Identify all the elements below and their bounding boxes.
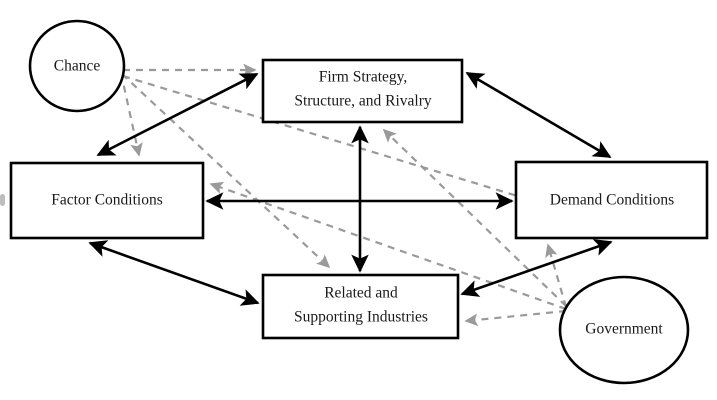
node-chance[interactable]: Chance (28, 19, 126, 113)
firm-strategy-label-line-1: Firm Strategy, (319, 69, 408, 86)
related-supporting-label-line-1: Related and (324, 285, 398, 302)
node-related-supporting[interactable]: Related and Supporting Industries (261, 273, 460, 340)
firm-strategy-label-line-2: Structure, and Rivalry (294, 93, 432, 110)
node-demand-conditions[interactable]: Demand Conditions (514, 160, 709, 240)
firm-strategy-box-shape (261, 58, 464, 124)
left-edge-artifact (0, 194, 5, 206)
solid-link-firm-strategy-demand-conditions (465, 71, 612, 159)
government-circle-shape (558, 275, 690, 385)
related-supporting-box-shape (261, 273, 460, 340)
node-government[interactable]: Government (558, 275, 690, 385)
chance-label: Chance (54, 58, 101, 75)
solid-link-factor-conditions-related-supporting (88, 240, 260, 306)
dashed-link-government-to-demand-conditions (545, 243, 568, 308)
dashed-link-government-to-related-supporting (464, 309, 567, 327)
related-supporting-label-line-2: Supporting Industries (294, 309, 428, 326)
demand-conditions-box-shape (514, 160, 709, 240)
solid-link-factor-conditions-firm-strategy (96, 72, 259, 157)
factor-conditions-label: Factor Conditions (51, 192, 163, 209)
node-firm-strategy[interactable]: Firm Strategy, Structure, and Rivalry (261, 58, 464, 124)
node-factor-conditions[interactable]: Factor Conditions (9, 161, 205, 240)
solid-link-related-supporting-demand-conditions (460, 239, 613, 297)
factor-conditions-box-shape (9, 161, 205, 240)
government-label: Government (585, 321, 663, 338)
demand-conditions-label: Demand Conditions (550, 192, 674, 209)
dashed-link-chance-to-related-supporting (121, 73, 331, 269)
solid-links-layer (88, 71, 613, 306)
chance-circle-shape (28, 19, 126, 113)
